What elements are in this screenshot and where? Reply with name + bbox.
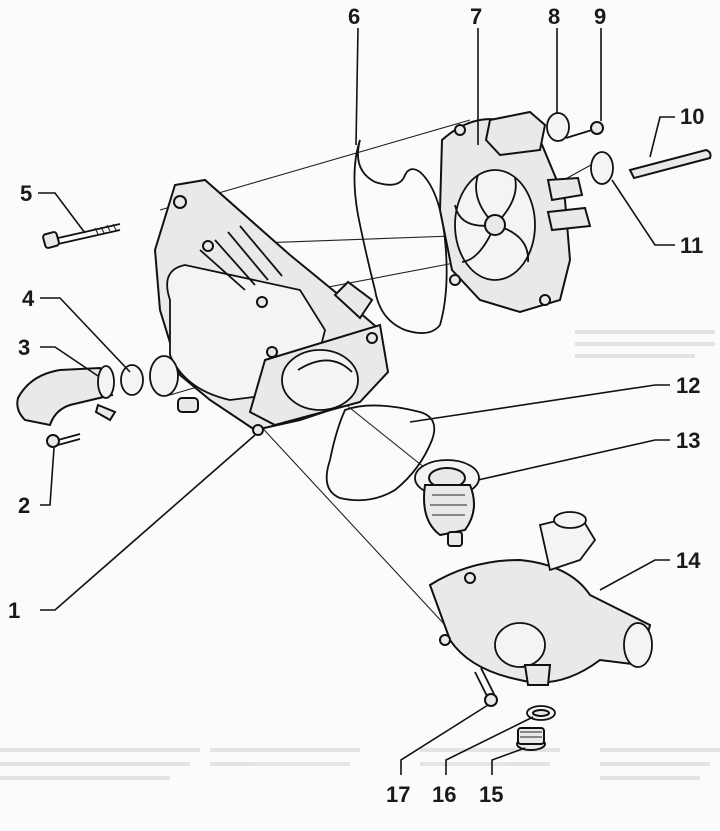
seal-16 bbox=[526, 705, 556, 721]
bushing bbox=[177, 397, 199, 413]
callout-4: 4 bbox=[22, 286, 35, 311]
thermostat-13 bbox=[414, 459, 480, 547]
callout-2: 2 bbox=[18, 493, 30, 518]
callout-3: 3 bbox=[18, 335, 30, 360]
housing-1 bbox=[153, 178, 390, 436]
callout-15: 15 bbox=[479, 782, 503, 807]
housing-14 bbox=[428, 511, 653, 686]
callout-6: 6 bbox=[348, 4, 360, 29]
oring-11 bbox=[590, 151, 614, 185]
oring-4 bbox=[120, 355, 179, 397]
callout-10: 10 bbox=[680, 104, 704, 129]
bleed-through-text bbox=[0, 330, 720, 780]
pin-10 bbox=[628, 148, 712, 180]
callouts: 1 2 3 4 5 6 7 8 9 10 11 12 13 14 15 16 1… bbox=[8, 4, 704, 807]
bolt-5 bbox=[42, 223, 121, 249]
callout-7: 7 bbox=[470, 4, 482, 29]
pump-7 bbox=[438, 110, 592, 314]
bolt-9 bbox=[565, 121, 604, 139]
callout-13: 13 bbox=[676, 428, 700, 453]
callout-12: 12 bbox=[676, 373, 700, 398]
callout-8: 8 bbox=[548, 4, 560, 29]
callout-1: 1 bbox=[8, 598, 20, 623]
callout-16: 16 bbox=[432, 782, 456, 807]
oring-8 bbox=[546, 112, 570, 142]
callout-14: 14 bbox=[676, 548, 701, 573]
pipe-3 bbox=[16, 365, 117, 427]
callout-9: 9 bbox=[594, 4, 606, 29]
callout-17: 17 bbox=[386, 782, 410, 807]
leader-lines bbox=[38, 27, 675, 775]
bolt-2 bbox=[46, 433, 81, 448]
callout-11: 11 bbox=[680, 233, 703, 258]
bolt-17 bbox=[474, 667, 498, 707]
gasket-6 bbox=[353, 139, 448, 334]
gasket-12 bbox=[325, 404, 436, 502]
plug-15 bbox=[516, 727, 546, 751]
callout-5: 5 bbox=[20, 181, 32, 206]
